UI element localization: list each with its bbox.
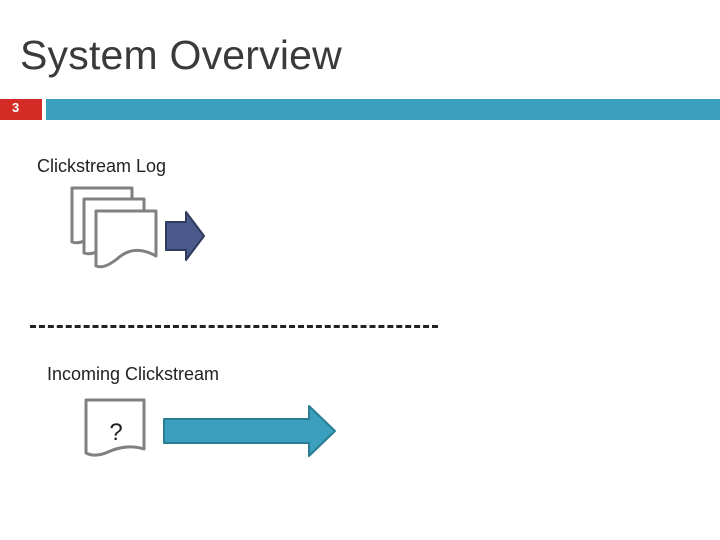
- document-sheet-front: [94, 209, 158, 269]
- clickstream-log-label: Clickstream Log: [37, 156, 167, 176]
- incoming-clickstream-label: Incoming Clickstream: [47, 364, 220, 384]
- log-arrow-icon: [165, 211, 205, 261]
- slide-number-badge: 3: [0, 99, 42, 120]
- stacked-document-icon: [70, 186, 158, 269]
- slide-title: System Overview: [20, 32, 342, 78]
- section-divider: [30, 325, 438, 328]
- incoming-document-icon: [84, 398, 146, 457]
- slide-number: 3: [12, 100, 20, 115]
- title-underline-bar: [46, 99, 720, 120]
- unknown-question-mark: ?: [109, 419, 122, 446]
- incoming-arrow-icon: [163, 405, 336, 457]
